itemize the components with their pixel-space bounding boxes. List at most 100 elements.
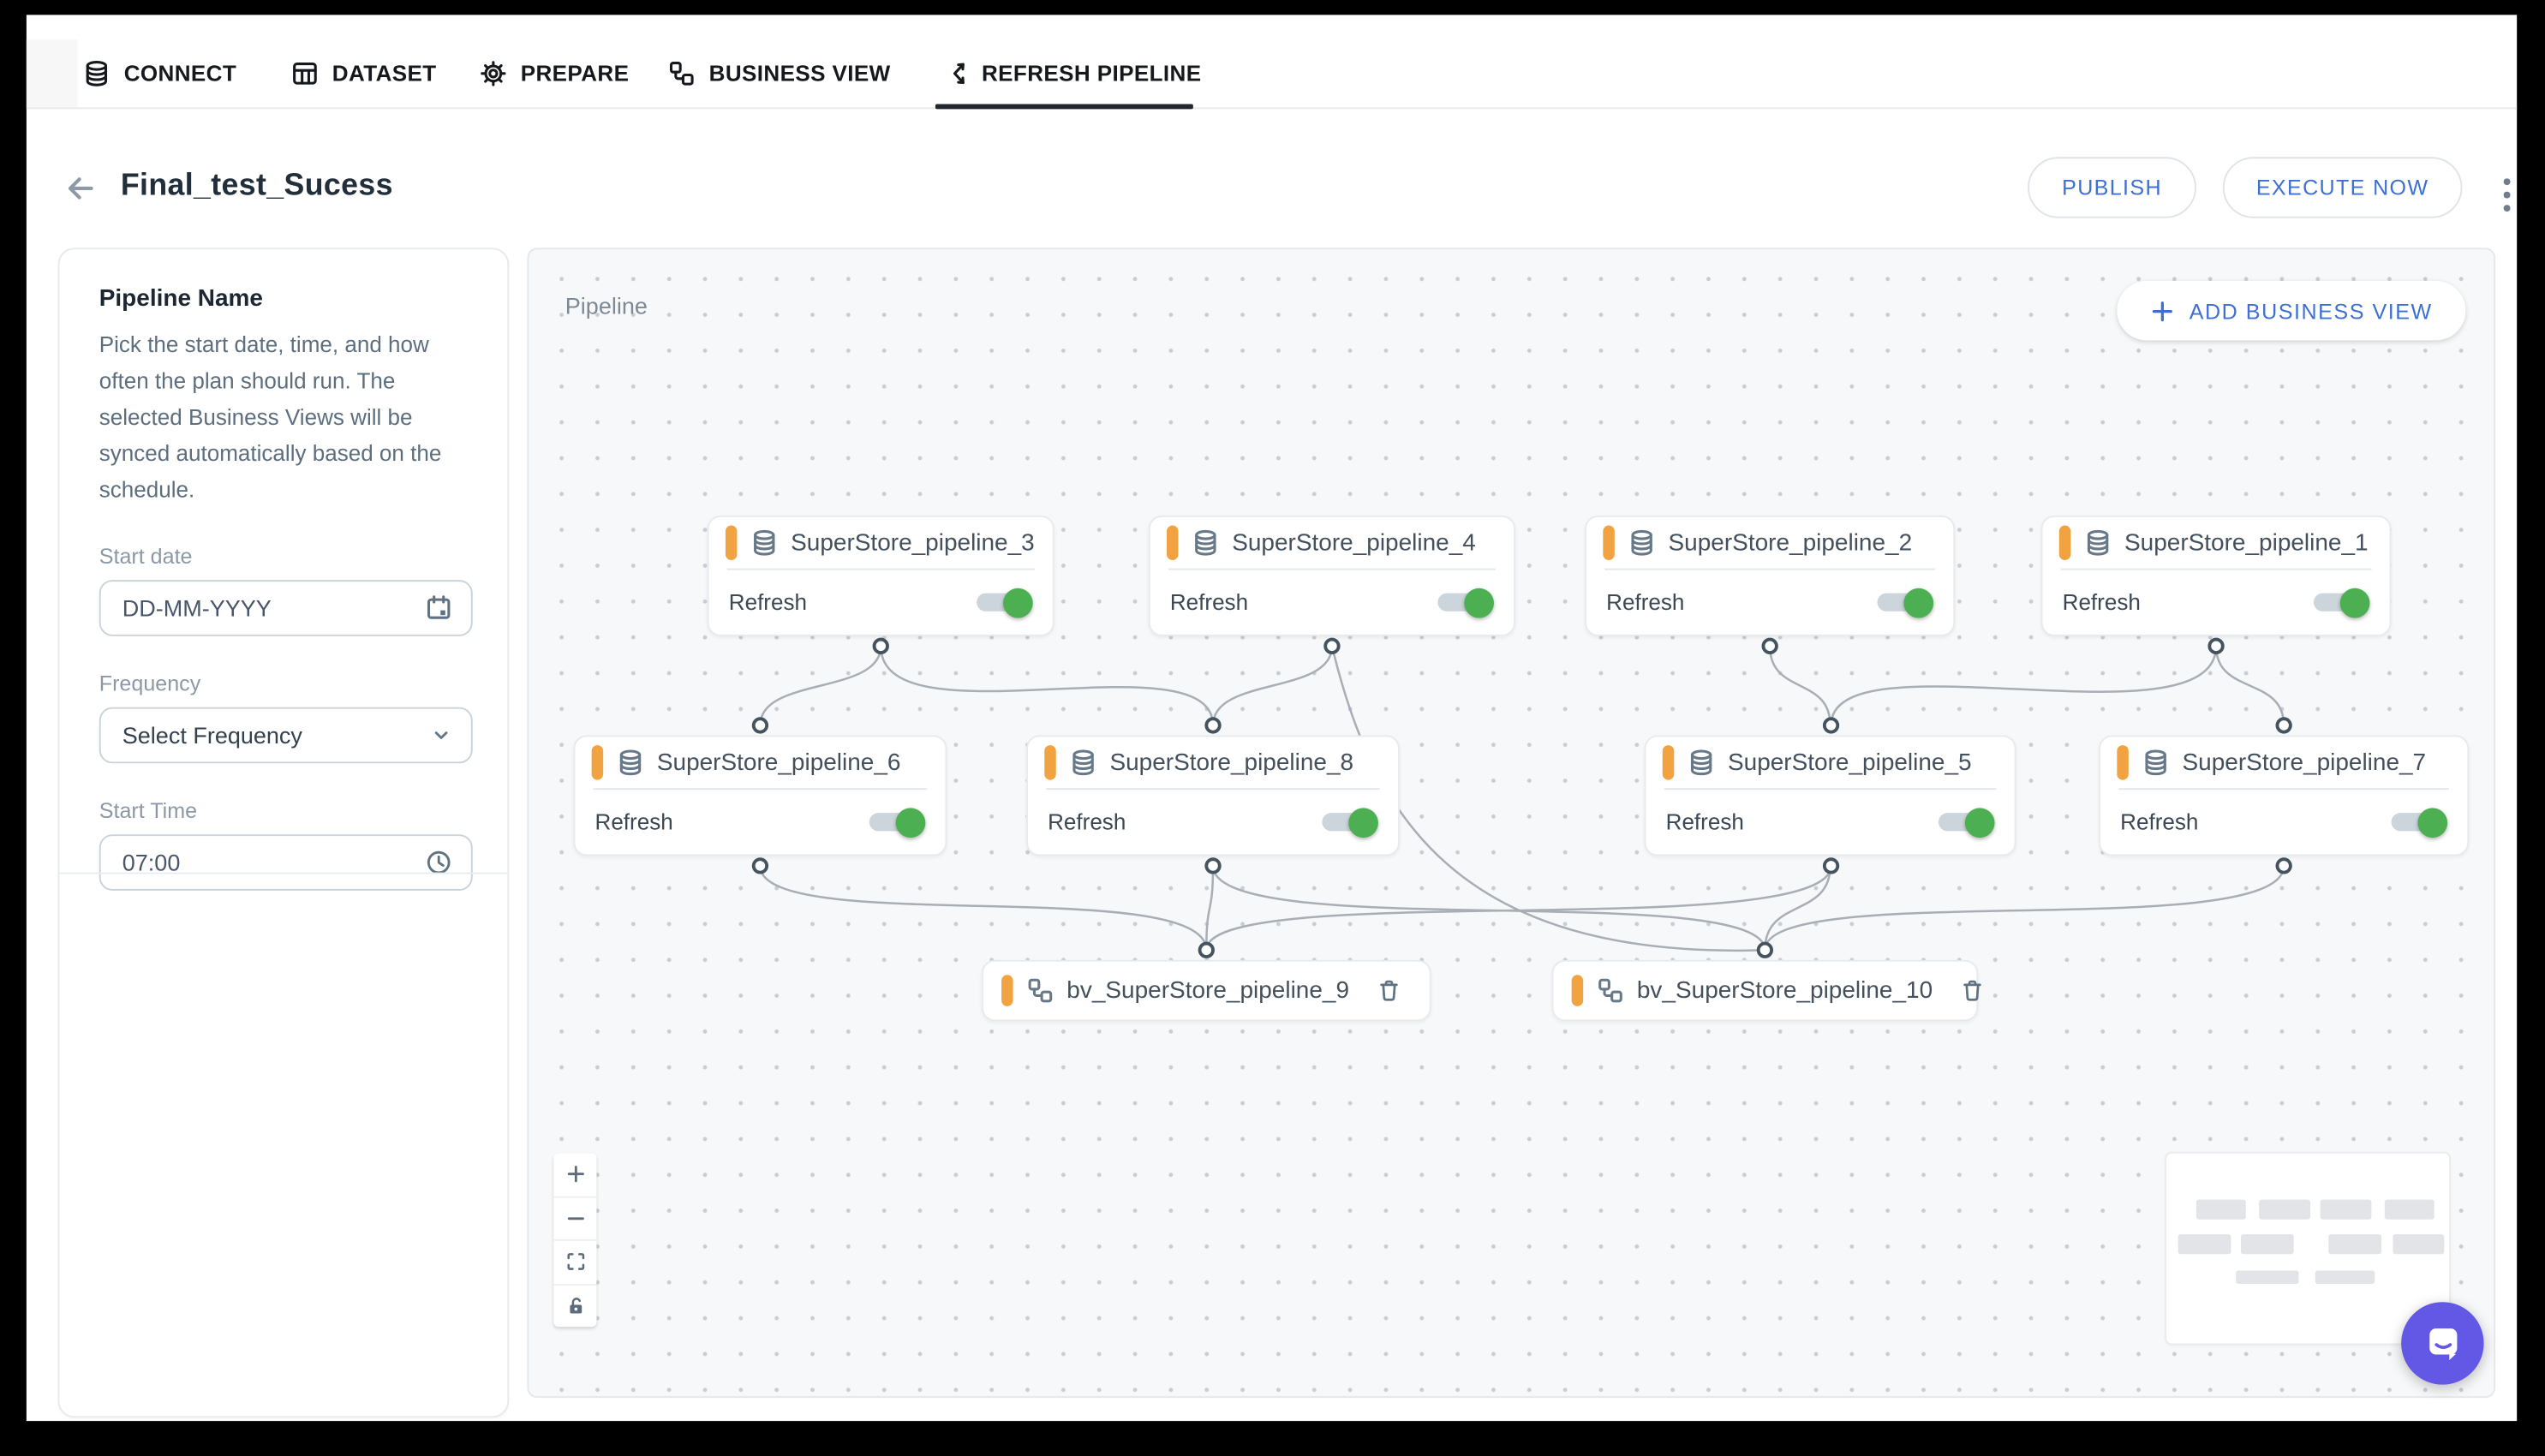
refresh-label: Refresh bbox=[2062, 589, 2141, 615]
panel-description: Pick the start date, time, and how often… bbox=[99, 331, 442, 503]
minimap-node bbox=[2328, 1234, 2381, 1254]
edge-layer bbox=[759, 646, 2285, 952]
back-button[interactable] bbox=[63, 170, 99, 206]
start-time-label: Start Time bbox=[99, 797, 198, 823]
refresh-toggle[interactable] bbox=[1322, 807, 1378, 838]
calendar-icon[interactable] bbox=[425, 594, 453, 623]
delete-node-button[interactable] bbox=[1377, 978, 1402, 1003]
delete-node-button[interactable] bbox=[1961, 978, 1986, 1003]
output-port[interactable] bbox=[2275, 857, 2292, 874]
minimap-node bbox=[2196, 1199, 2246, 1219]
edge-n7-bv10 bbox=[1764, 865, 2285, 951]
frequency-select[interactable]: Select Frequency bbox=[99, 707, 473, 764]
node-title: SuperStore_pipeline_3 bbox=[791, 529, 1035, 557]
node-accent-bar bbox=[1662, 745, 1674, 780]
minimap-node bbox=[2178, 1234, 2231, 1254]
refresh-toggle[interactable] bbox=[1938, 807, 1995, 838]
refresh-toggle[interactable] bbox=[1877, 587, 1934, 618]
output-port[interactable] bbox=[1204, 857, 1222, 874]
database-icon bbox=[750, 528, 778, 557]
start-time-input[interactable] bbox=[122, 849, 415, 876]
refresh-toggle[interactable] bbox=[2313, 587, 2370, 618]
input-port[interactable] bbox=[1204, 717, 1222, 734]
chevron-down-icon bbox=[430, 724, 453, 747]
minimap-node bbox=[2235, 1270, 2299, 1285]
zoom-in-button[interactable] bbox=[553, 1154, 597, 1197]
tab-prepare[interactable]: PREPARE bbox=[479, 50, 629, 96]
tab-label: PREPARE bbox=[520, 60, 630, 86]
edge-n3-n8 bbox=[880, 646, 1215, 725]
output-port[interactable] bbox=[1761, 637, 1778, 654]
node-accent-bar bbox=[1167, 525, 1178, 560]
node-divider bbox=[1604, 568, 1936, 570]
node-divider bbox=[1168, 568, 1496, 570]
active-tab-underline bbox=[935, 103, 1193, 109]
refresh-label: Refresh bbox=[594, 809, 673, 835]
toggle-knob bbox=[1348, 807, 1378, 838]
node-bv_SuperStore_pipeline_9[interactable]: bv_SuperStore_pipeline_9 bbox=[981, 941, 1431, 1022]
output-port[interactable] bbox=[2207, 637, 2225, 654]
lock-button[interactable] bbox=[553, 1285, 596, 1327]
refresh-toggle[interactable] bbox=[869, 807, 926, 838]
input-port[interactable] bbox=[751, 717, 769, 734]
refresh-label: Refresh bbox=[1606, 589, 1685, 615]
output-port[interactable] bbox=[872, 637, 889, 654]
toggle-knob bbox=[2417, 807, 2448, 838]
node-title: SuperStore_pipeline_8 bbox=[1109, 749, 1354, 776]
node-divider bbox=[1664, 788, 1997, 791]
panel-divider bbox=[59, 872, 508, 874]
tab-connect[interactable]: CONNECT bbox=[82, 50, 236, 96]
refresh-toggle[interactable] bbox=[977, 587, 1033, 618]
add-business-view-button[interactable]: ADD BUSINESS VIEW bbox=[2116, 280, 2466, 341]
tab-dataset[interactable]: DATASET bbox=[291, 50, 437, 96]
frequency-label: Frequency bbox=[99, 671, 201, 696]
node-title: bv_SuperStore_pipeline_9 bbox=[1066, 977, 1350, 1004]
refresh-toggle[interactable] bbox=[2391, 807, 2448, 838]
database-icon bbox=[2083, 528, 2112, 557]
refresh-label: Refresh bbox=[2120, 809, 2199, 835]
fit-view-button[interactable] bbox=[553, 1241, 597, 1285]
toggle-knob bbox=[895, 807, 926, 838]
node-accent-bar bbox=[1001, 975, 1013, 1006]
node-title: SuperStore_pipeline_7 bbox=[2182, 749, 2427, 776]
toggle-knob bbox=[2339, 587, 2370, 618]
output-port[interactable] bbox=[751, 857, 769, 874]
canvas-label: Pipeline bbox=[565, 292, 648, 319]
node-divider bbox=[2060, 568, 2372, 570]
minimap[interactable] bbox=[2166, 1153, 2450, 1344]
database-icon bbox=[1191, 528, 1219, 557]
output-port[interactable] bbox=[1821, 857, 1839, 874]
pipeline-canvas[interactable]: Pipeline ADD BUSINESS VIEW SuperStore_pi… bbox=[527, 248, 2496, 1399]
execute-now-button[interactable]: EXECUTE NOW bbox=[2222, 157, 2463, 218]
refresh-label: Refresh bbox=[1169, 589, 1249, 615]
input-port[interactable] bbox=[1821, 717, 1839, 734]
chat-launcher-button[interactable] bbox=[2401, 1302, 2484, 1385]
flow-icon bbox=[1596, 976, 1624, 1005]
start-date-field[interactable] bbox=[99, 580, 473, 636]
node-bv_SuperStore_pipeline_10[interactable]: bv_SuperStore_pipeline_10 bbox=[1551, 941, 1982, 1022]
table-icon bbox=[291, 58, 320, 87]
publish-button[interactable]: PUBLISH bbox=[2028, 157, 2196, 218]
output-port[interactable] bbox=[1323, 637, 1341, 654]
zoom-out-button[interactable] bbox=[553, 1197, 597, 1241]
start-date-input[interactable] bbox=[122, 594, 415, 622]
more-options-button[interactable] bbox=[2490, 164, 2524, 226]
input-port[interactable] bbox=[2275, 717, 2292, 734]
input-port[interactable] bbox=[1756, 941, 1774, 958]
start-time-field[interactable] bbox=[99, 834, 473, 891]
input-port[interactable] bbox=[1198, 941, 1215, 958]
tab-business-view[interactable]: BUSINESS VIEW bbox=[667, 50, 890, 96]
minimap-node bbox=[2392, 1234, 2445, 1254]
node-accent-bar bbox=[2058, 525, 2070, 560]
refresh-toggle[interactable] bbox=[1437, 587, 1494, 618]
database-icon bbox=[82, 58, 111, 87]
tab-refresh-pipeline[interactable]: REFRESH PIPELINE bbox=[941, 50, 1202, 96]
